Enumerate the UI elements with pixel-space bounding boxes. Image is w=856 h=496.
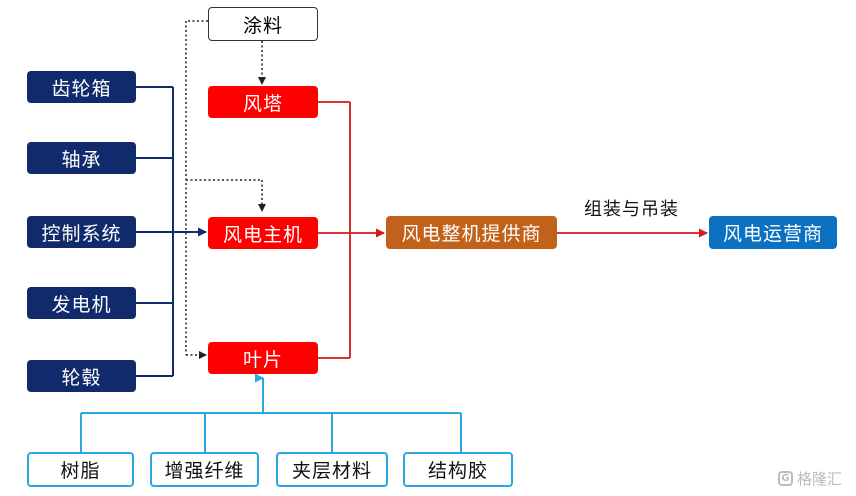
watermark: G 格隆汇 <box>778 468 842 489</box>
component-gearbox: 齿轮箱 <box>27 71 136 103</box>
component-hub: 轮毂 <box>27 360 136 392</box>
coating-lines <box>185 20 266 359</box>
material-structural-adhesive: 结构胶 <box>403 452 513 487</box>
watermark-logo-icon: G <box>778 471 793 486</box>
component-generator: 发电机 <box>27 287 136 319</box>
core-part-tower: 风塔 <box>208 86 318 118</box>
operator-box: 风电运营商 <box>709 216 837 249</box>
material-core-material: 夹层材料 <box>276 452 388 487</box>
watermark-text: 格隆汇 <box>797 470 843 488</box>
material-resin: 树脂 <box>27 452 134 487</box>
core-part-blade: 叶片 <box>208 342 318 374</box>
assembly-edge-label: 组装与吊装 <box>584 199 679 220</box>
component-control-system: 控制系统 <box>27 216 136 248</box>
core-part-main-unit: 风电主机 <box>208 217 318 249</box>
manufacturer-box: 风电整机提供商 <box>386 216 557 249</box>
component-bearing: 轴承 <box>27 142 136 174</box>
materials-bus <box>80 373 462 452</box>
coating-box: 涂料 <box>208 7 318 41</box>
material-reinforcement-fiber: 增强纤维 <box>150 452 259 487</box>
component-bus <box>136 86 207 377</box>
core-part-bus <box>318 101 708 359</box>
